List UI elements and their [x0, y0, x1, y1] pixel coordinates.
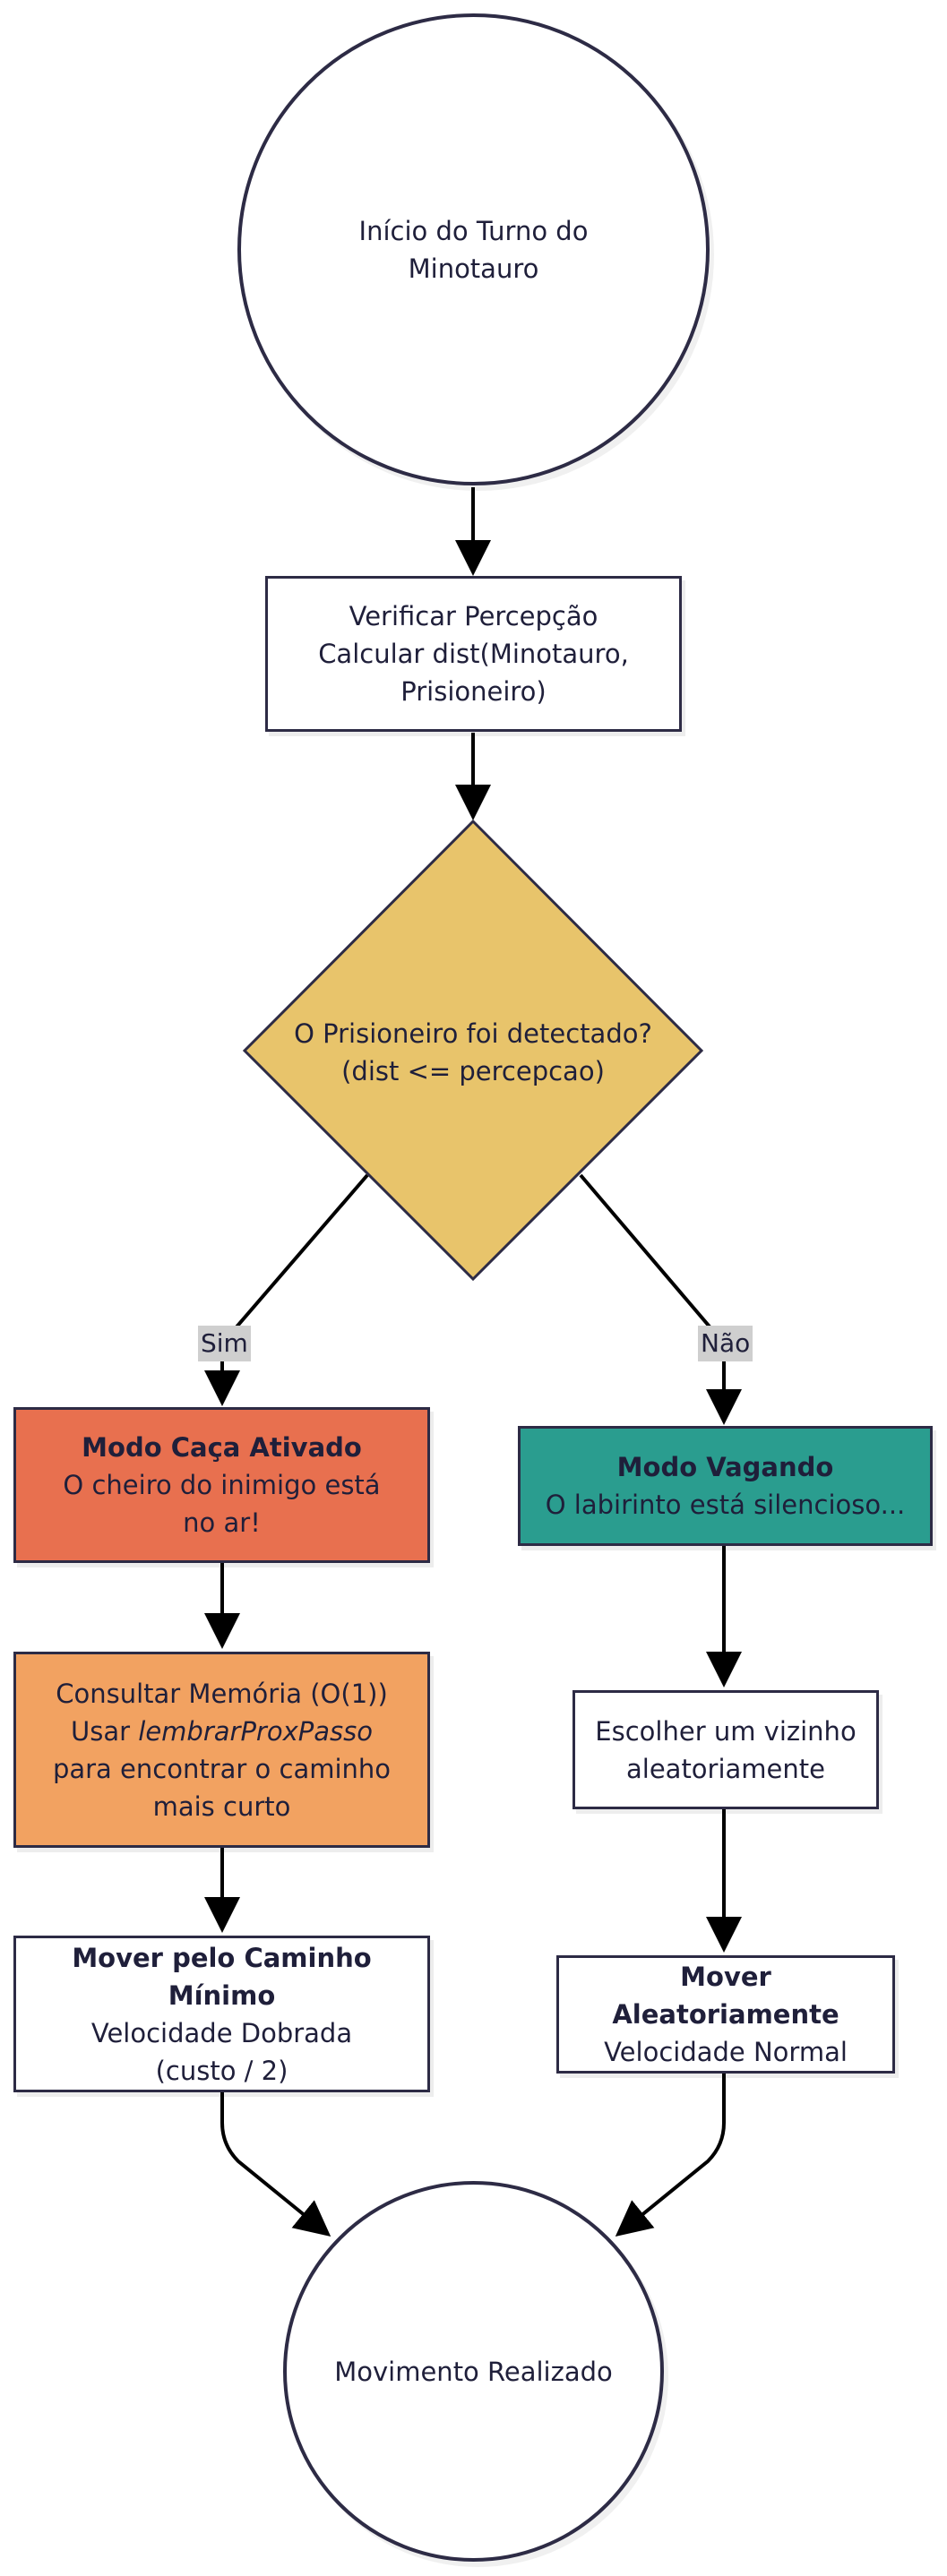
- hunt-mode-node: Modo Caça Ativado O cheiro do inimigo es…: [13, 1407, 430, 1563]
- decision-node: O Prisioneiro foi detectado? (dist <= pe…: [285, 985, 661, 1120]
- move-min-text: Velocidade Dobrada (custo / 2): [90, 2017, 353, 2086]
- hunt-mode-title: Modo Caça Ativado: [82, 1432, 362, 1463]
- start-node: Início do Turno do Minotauro: [237, 13, 710, 485]
- edge-label-yes: Sim: [198, 1326, 251, 1361]
- wander-mode-title: Modo Vagando: [616, 1452, 834, 1482]
- wander-mode-node: Modo Vagando O labirinto está silencioso…: [518, 1426, 933, 1546]
- choose-neighbor-text: Escolher um vizinho aleatoriamente: [595, 1715, 857, 1784]
- check-perception-node: Verificar Percepção Calcular dist(Minota…: [265, 576, 682, 732]
- start-label: Início do Turno do Minotauro: [358, 215, 589, 284]
- check-perception-text: Calcular dist(Minotauro, Prisioneiro): [318, 639, 629, 707]
- edge-movemin-end: [220, 2092, 331, 2237]
- edge-label-no: Não: [698, 1326, 753, 1361]
- decision-diamond: [242, 819, 704, 1282]
- decision-question: O Prisioneiro foi detectado?: [294, 1018, 652, 1049]
- edge-decision-yes: [204, 1173, 369, 1406]
- wander-mode-text: O labirinto está silencioso...: [545, 1490, 906, 1520]
- move-random-title: Mover Aleatoriamente: [612, 1962, 839, 2030]
- move-min-title: Mover pelo Caminho Mínimo: [72, 1942, 372, 2011]
- memory-node: Consultar Memória (O(1)) Usar lembrarPro…: [13, 1652, 430, 1848]
- decision-condition: (dist <= percepcao): [341, 1056, 605, 1086]
- memory-title: Consultar Memória (O(1)): [56, 1678, 388, 1709]
- edge-decision-no: [579, 1173, 742, 1425]
- move-random-node: Mover Aleatoriamente Velocidade Normal: [556, 1955, 895, 2074]
- choose-neighbor-node: Escolher um vizinho aleatoriamente: [573, 1690, 879, 1809]
- end-node: Movimento Realizado: [283, 2181, 664, 2562]
- move-min-node: Mover pelo Caminho Mínimo Velocidade Dob…: [13, 1936, 430, 2092]
- edge-moverand-end: [615, 2074, 726, 2237]
- check-perception-title: Verificar Percepção: [349, 601, 598, 631]
- hunt-mode-text: O cheiro do inimigo está no ar!: [63, 1470, 381, 1538]
- memory-text: Usar lembrarProxPasso para encontrar o c…: [52, 1715, 392, 1822]
- memory-function-name: lembrarProxPasso: [138, 1715, 373, 1747]
- move-random-text: Velocidade Normal: [604, 2037, 848, 2067]
- end-label: Movimento Realizado: [334, 2356, 613, 2387]
